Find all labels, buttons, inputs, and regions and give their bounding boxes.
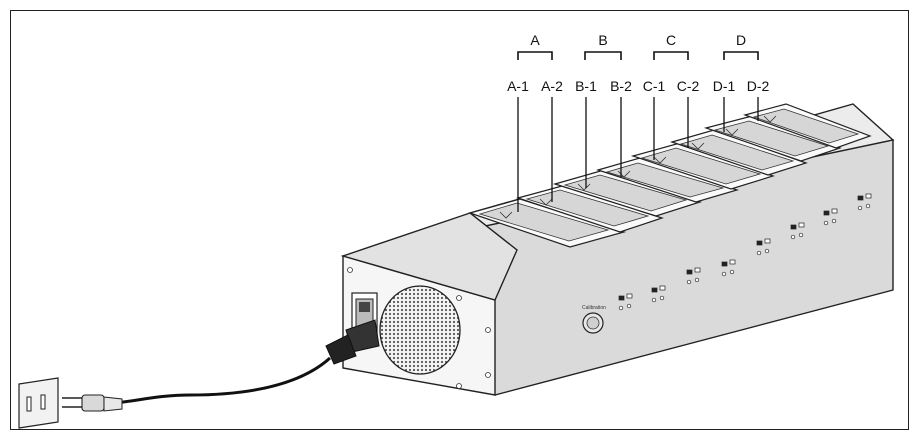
- slot-a-2: [515, 185, 664, 233]
- slot-label-a-1: A-1: [507, 78, 529, 94]
- end-face-screws: [347, 267, 491, 389]
- charging-slots: [467, 103, 872, 248]
- slot-label-c-1: C-1: [643, 78, 666, 94]
- slot-label-d-1: D-1: [713, 78, 736, 94]
- slot-label-a-2: A-2: [541, 78, 563, 94]
- slot-b-1: [552, 169, 702, 217]
- status-indicators: [618, 193, 872, 311]
- wall-plug: [62, 394, 123, 412]
- slot-c-2: [670, 129, 808, 176]
- group-label-d: D: [736, 32, 746, 48]
- slot-label-c-2: C-2: [677, 78, 700, 94]
- calibration-button[interactable]: [582, 312, 604, 334]
- slot-b-2: [595, 157, 740, 203]
- charger-top-left: [340, 212, 518, 301]
- group-label-a: A: [530, 32, 540, 48]
- fan-grille: [379, 285, 461, 375]
- wall-outlet: [18, 377, 59, 429]
- group-label-c: C: [666, 32, 676, 48]
- slot-d-2: [743, 103, 872, 149]
- slot-label-d-2: D-2: [747, 78, 770, 94]
- calibration-label: Calibration: [582, 305, 606, 311]
- slot-d-1: [703, 115, 842, 162]
- leader-lines: [517, 97, 759, 212]
- group-label-b: B: [598, 32, 607, 48]
- power-inlet-plug: [325, 319, 380, 365]
- power-cord: [97, 356, 332, 405]
- slot-a-1: [467, 198, 627, 248]
- slot-c-1: [630, 142, 775, 190]
- slot-label-b-1: B-1: [575, 78, 597, 94]
- group-brackets: [517, 51, 759, 60]
- slot-label-b-2: B-2: [610, 78, 632, 94]
